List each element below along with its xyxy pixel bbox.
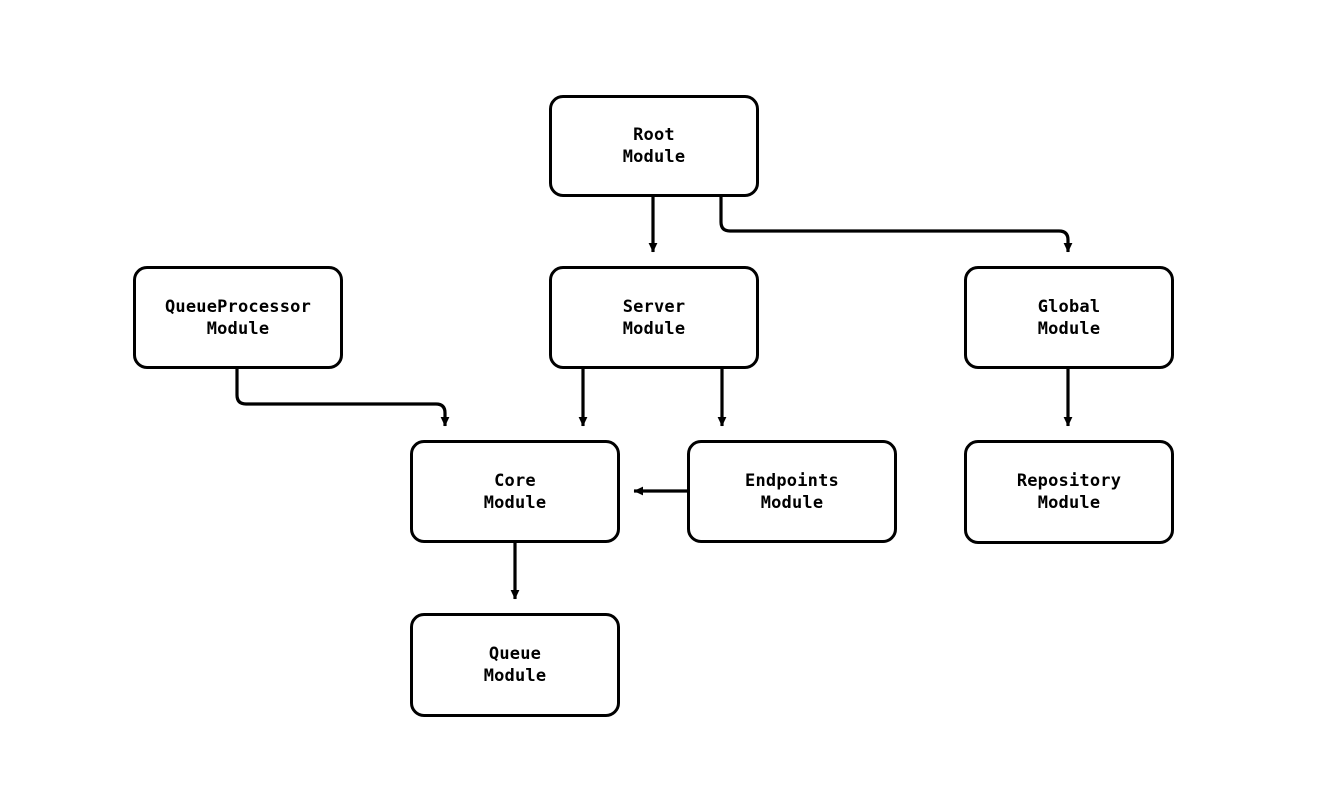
node-label-line2: Module [1037,493,1101,513]
node-label-line2: Module [760,492,824,513]
node-global-module[interactable]: Global Module [964,266,1174,369]
node-queue-module[interactable]: Queue Module [410,613,620,717]
node-label-line1: Endpoints [745,470,839,491]
node-label-line1: Queue [488,644,542,664]
node-endpoints-module[interactable]: Endpoints Module [687,440,897,543]
node-root-module[interactable]: Root Module [549,95,759,197]
node-repository-module[interactable]: Repository Module [964,440,1174,544]
node-label-line2: Module [622,318,686,339]
node-server-module[interactable]: Server Module [549,266,759,369]
node-label-line1: Global [1037,296,1101,317]
node-label-line2: Module [622,147,686,167]
node-label-line1: Repository [1016,471,1122,491]
node-core-module[interactable]: Core Module [410,440,620,543]
edge-queueprocessor-to-core [235,369,450,427]
node-label-line1: QueueProcessor [164,296,312,317]
node-label-line1: Server [622,296,686,317]
node-label-line2: Module [483,666,547,686]
node-label-line1: Root [633,125,675,145]
node-queueprocessor-module[interactable]: QueueProcessor Module [133,266,343,369]
node-label-line2: Module [206,318,270,339]
node-label-line2: Module [1037,318,1101,339]
node-label-line1: Core [494,470,536,491]
node-label-line2: Module [483,492,547,513]
edge-root-to-global [719,197,1073,253]
